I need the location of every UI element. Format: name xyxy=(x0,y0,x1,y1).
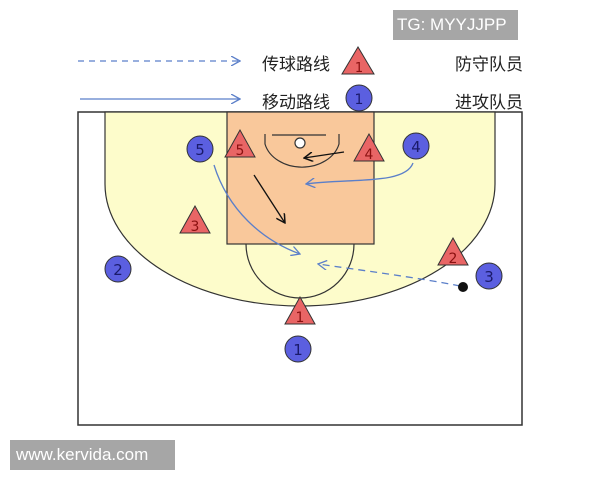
svg-text:5: 5 xyxy=(195,141,205,159)
cut-arrow xyxy=(253,174,285,223)
legend-attacker-icon xyxy=(345,84,373,112)
legend-move-label: 移动路线 xyxy=(262,93,330,113)
legend-attacker-label: 进攻队员 xyxy=(455,93,523,113)
legend-defender-label: 防守队员 xyxy=(455,55,523,75)
svg-text:3: 3 xyxy=(484,268,494,286)
paint xyxy=(226,111,375,245)
attacker-5 xyxy=(186,135,214,163)
move-route-5 xyxy=(213,164,300,254)
defender-5 xyxy=(224,128,256,158)
watermark-url: www.kervida.com xyxy=(10,440,175,470)
screen-arrow xyxy=(304,151,345,158)
legend-pass-label: 传球路线 xyxy=(262,55,330,75)
svg-text:4: 4 xyxy=(365,147,374,163)
attacker-2 xyxy=(104,255,132,283)
svg-text:1: 1 xyxy=(296,310,305,326)
watermark-tg: TG: MYYJJPP xyxy=(393,10,518,40)
svg-text:2: 2 xyxy=(449,251,458,267)
defender-4 xyxy=(353,132,385,162)
attacker-3 xyxy=(475,262,503,290)
hoop xyxy=(294,137,306,149)
move-route-4 xyxy=(306,162,414,184)
svg-text:1: 1 xyxy=(293,341,303,359)
svg-text:2: 2 xyxy=(113,261,123,279)
svg-text:3: 3 xyxy=(191,219,200,235)
attacker-4 xyxy=(402,132,430,160)
defender-2 xyxy=(437,236,469,266)
svg-text:5: 5 xyxy=(236,143,245,159)
attacker-1 xyxy=(284,335,312,363)
legend-defender-icon xyxy=(341,46,375,75)
svg-text:1: 1 xyxy=(355,61,363,76)
defender-1 xyxy=(284,295,316,325)
ball xyxy=(458,282,468,292)
pass-route xyxy=(318,264,461,287)
svg-text:1: 1 xyxy=(355,92,364,108)
svg-text:4: 4 xyxy=(411,138,421,156)
defender-3 xyxy=(179,204,211,234)
restricted-arc xyxy=(264,134,340,168)
